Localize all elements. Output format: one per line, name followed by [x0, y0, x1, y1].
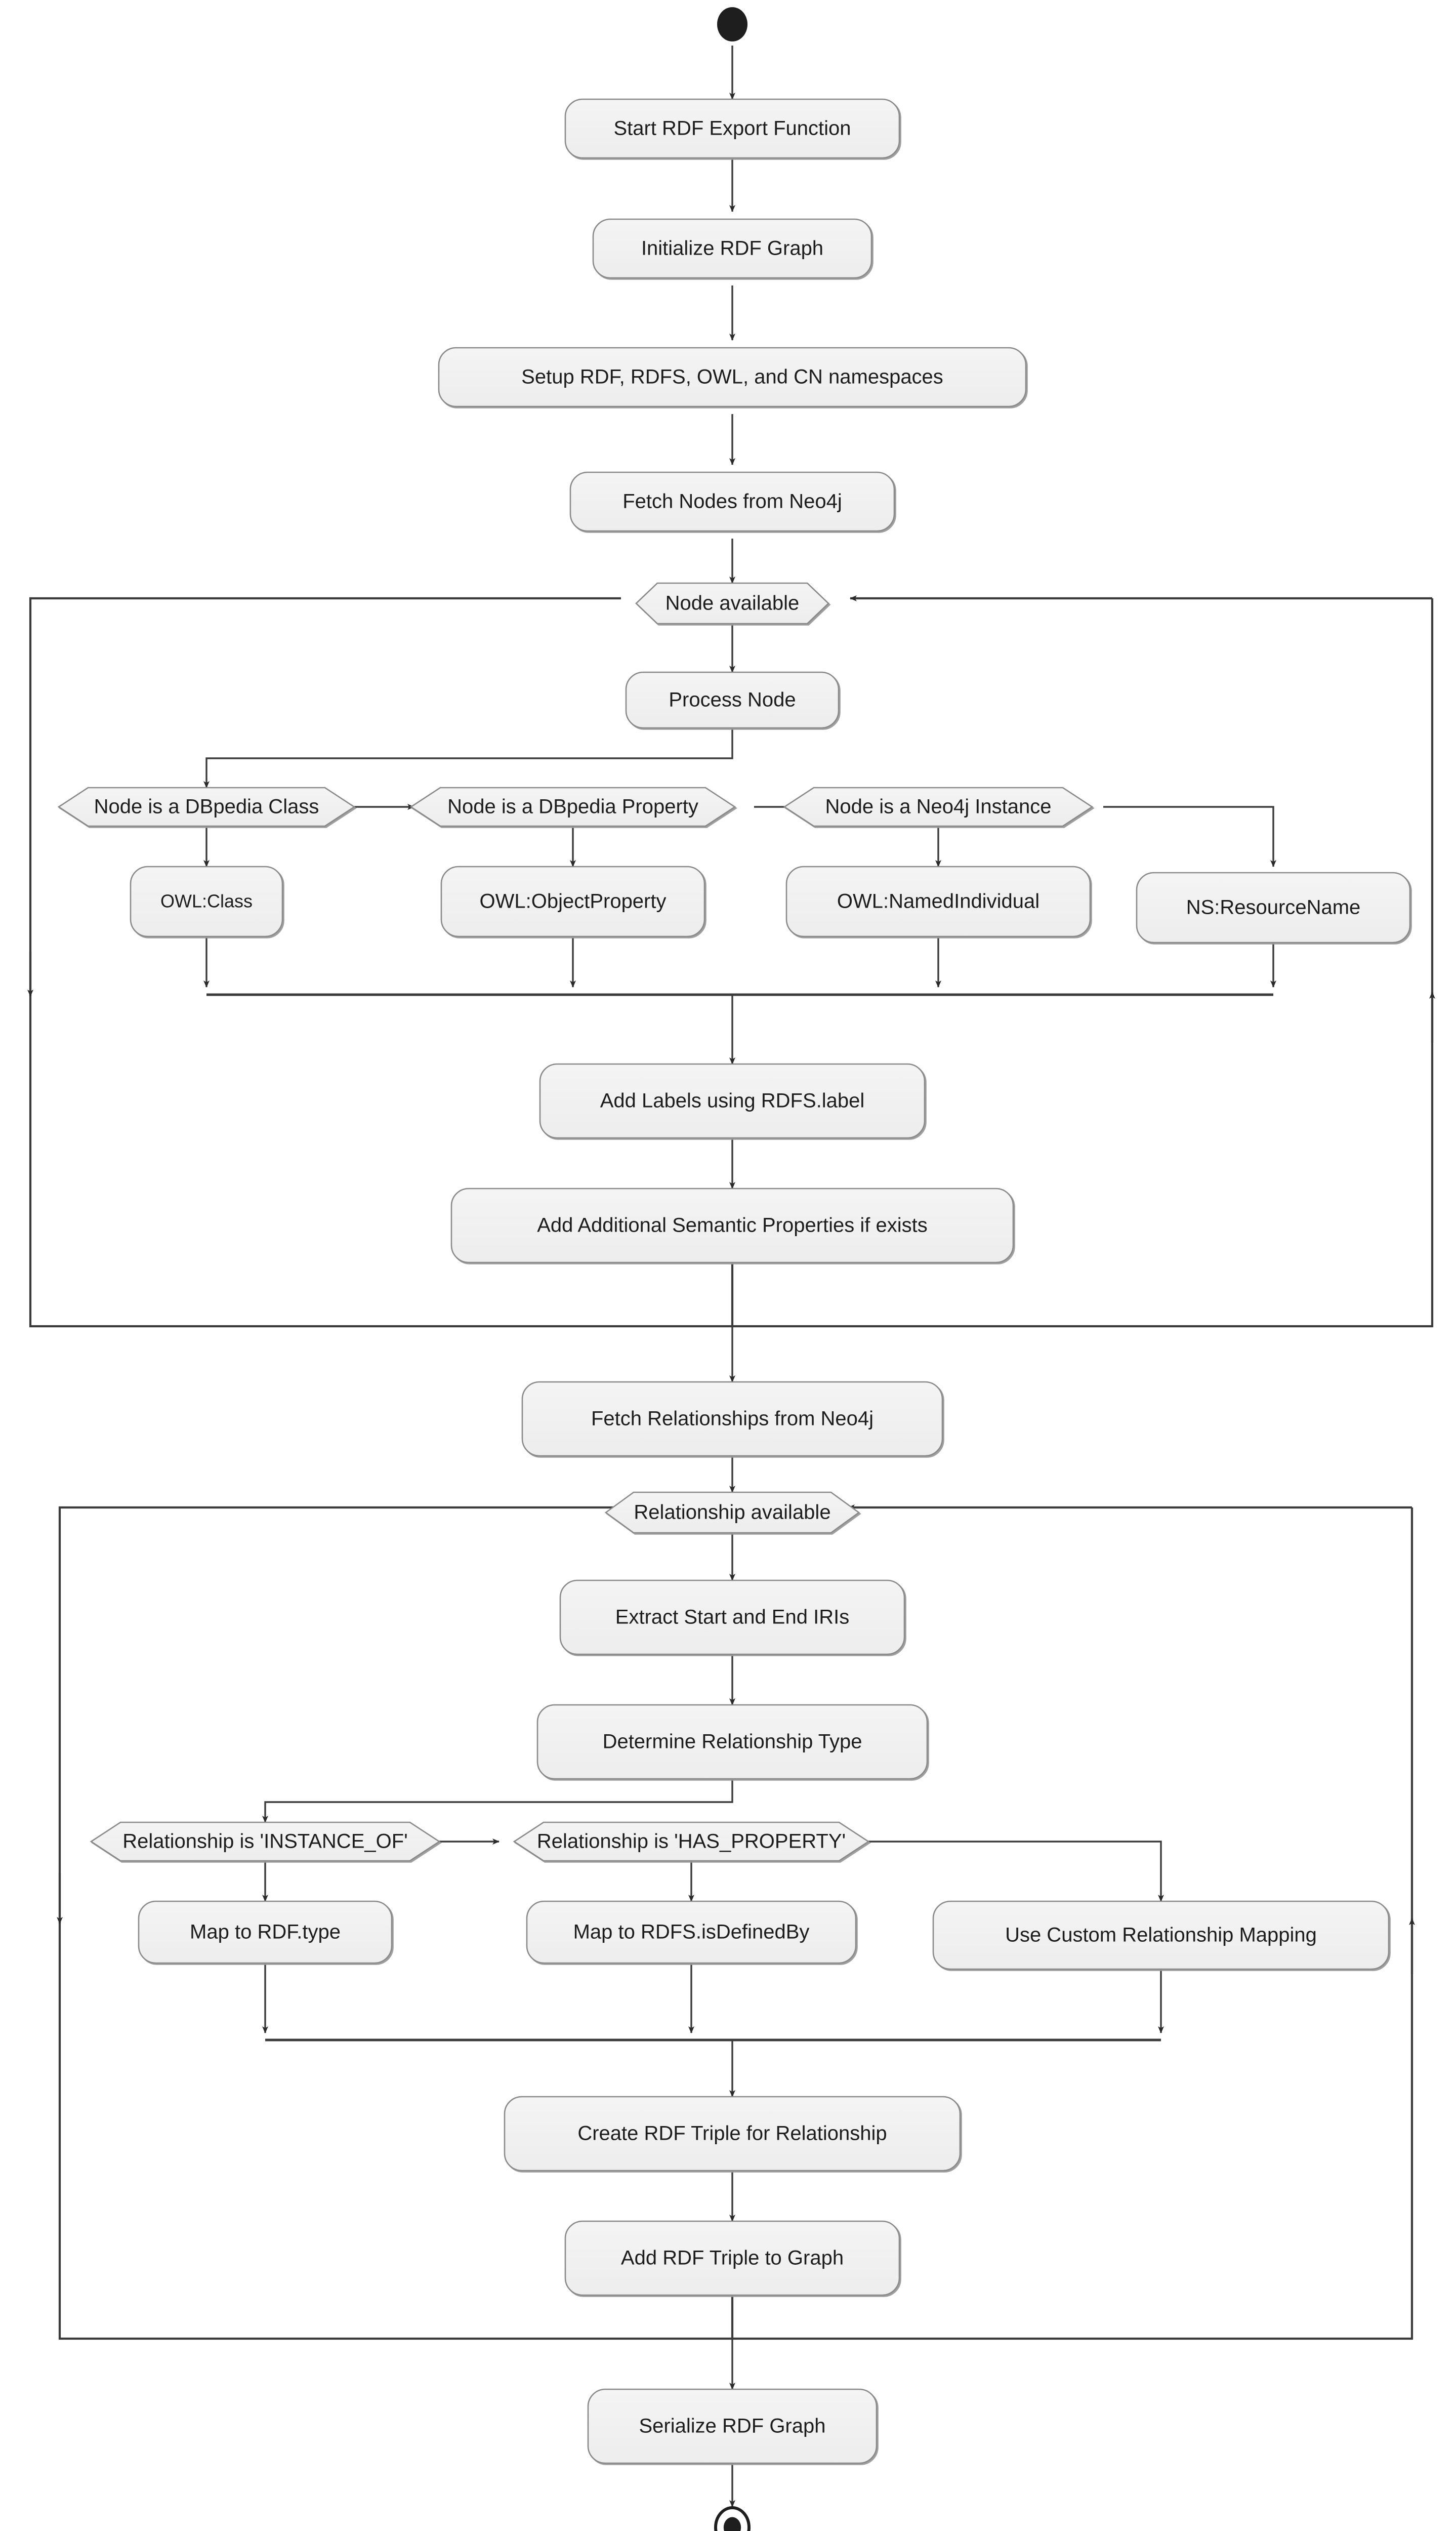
node-n17-activity[interactable]: Use Custom Relationship Mapping: [932, 1900, 1390, 1970]
node-n12-activity[interactable]: Fetch Relationships from Neo4j: [521, 1381, 943, 1457]
node-label: Create RDF Triple for Relationship: [577, 2122, 887, 2145]
activity-box: [1136, 872, 1411, 944]
activity-box: [130, 866, 283, 937]
node-label: Node is a DBpedia Property: [447, 796, 698, 818]
activity-box: [564, 2220, 900, 2296]
node-n9-activity[interactable]: NS:ResourceName: [1136, 872, 1411, 944]
decision-hexagon: [604, 1491, 860, 1534]
node-label: Relationship is 'HAS_PROPERTY': [537, 1830, 846, 1853]
activity-box: [521, 1381, 943, 1457]
activity-box: [539, 1063, 926, 1139]
decision-hexagon: [409, 787, 736, 827]
node-label: Process Node: [669, 689, 796, 711]
activity-box: [138, 1900, 393, 1964]
node-label: OWL:Class: [160, 891, 253, 912]
node-label: Map to RDF.type: [190, 1921, 341, 1943]
final-node-dot: [723, 2517, 741, 2531]
node-n1-activity[interactable]: Start RDF Export Function: [564, 98, 900, 159]
node-n2-activity[interactable]: Initialize RDF Graph: [592, 218, 872, 279]
activity-box: [587, 2388, 878, 2464]
activity-box: [440, 866, 705, 937]
node-d1-decision[interactable]: Node available: [635, 582, 829, 625]
activity-box: [536, 1704, 928, 1780]
node-d2-decision[interactable]: Node is a DBpedia Class: [57, 787, 356, 827]
node-n19-activity[interactable]: Add RDF Triple to Graph: [564, 2220, 900, 2296]
node-label: Node is a Neo4j Instance: [825, 796, 1052, 818]
node-start-initial-node[interactable]: [717, 7, 747, 42]
node-d5-decision[interactable]: Relationship available: [604, 1491, 860, 1534]
node-label: Determine Relationship Type: [603, 1731, 862, 1753]
node-label: Relationship available: [634, 1501, 830, 1524]
edge-d7-n17: [868, 1841, 1164, 1902]
edge-n5-d2: [203, 728, 733, 788]
edge-d4-n9: [1103, 806, 1276, 867]
node-label: OWL:NamedIndividual: [837, 890, 1039, 913]
decision-hexagon: [57, 787, 356, 827]
node-n20-activity[interactable]: Serialize RDF Graph: [587, 2388, 878, 2464]
edge-n19-d5-loopback: [58, 1506, 734, 2340]
node-n8-activity[interactable]: OWL:NamedIndividual: [785, 866, 1091, 937]
activity-box: [438, 347, 1027, 407]
node-n10-activity[interactable]: Add Labels using RDFS.label: [539, 1063, 926, 1139]
node-label: OWL:ObjectProperty: [479, 890, 666, 913]
node-n14-activity[interactable]: Determine Relationship Type: [536, 1704, 928, 1780]
node-n3-activity[interactable]: Setup RDF, RDFS, OWL, and CN namespaces: [438, 347, 1027, 407]
node-label: NS:ResourceName: [1186, 896, 1361, 919]
activity-box: [450, 1188, 1014, 1263]
node-d3-decision[interactable]: Node is a DBpedia Property: [409, 787, 736, 827]
activity-box: [625, 671, 840, 729]
node-d4-decision[interactable]: Node is a Neo4j Instance: [783, 787, 1094, 827]
node-n7-activity[interactable]: OWL:ObjectProperty: [440, 866, 705, 937]
node-label: Node available: [665, 592, 800, 615]
node-end-final-node[interactable]: [714, 2506, 751, 2531]
edge-n14-d6: [262, 1779, 733, 1823]
activity-box: [526, 1900, 857, 1964]
activity-box: [785, 866, 1091, 937]
node-d6-decision[interactable]: Relationship is 'INSTANCE_OF': [90, 1821, 441, 1862]
edge-right-rail-nodes: [732, 598, 1434, 1328]
node-n13-activity[interactable]: Extract Start and End IRIs: [559, 1579, 905, 1655]
node-label: Start RDF Export Function: [613, 117, 851, 140]
node-label: Fetch Nodes from Neo4j: [622, 491, 842, 513]
activity-box: [569, 471, 895, 532]
node-n6-activity[interactable]: OWL:Class: [130, 866, 283, 937]
node-label: Add RDF Triple to Graph: [621, 2247, 844, 2269]
node-n4-activity[interactable]: Fetch Nodes from Neo4j: [569, 471, 895, 532]
node-d7-decision[interactable]: Relationship is 'HAS_PROPERTY': [513, 1821, 870, 1862]
edge-layer: [27, 46, 1435, 2507]
activity-box: [504, 2096, 961, 2172]
activity-box: [564, 98, 900, 159]
node-label: Add Labels using RDFS.label: [600, 1090, 865, 1112]
edge-n11-d1-loopback: [29, 597, 734, 1328]
node-label: Node is a DBpedia Class: [94, 796, 319, 818]
node-label: Fetch Relationships from Neo4j: [591, 1408, 873, 1430]
decision-hexagon: [90, 1821, 441, 1862]
node-label: Initialize RDF Graph: [641, 237, 823, 260]
node-label: Extract Start and End IRIs: [615, 1606, 849, 1628]
node-n15-activity[interactable]: Map to RDF.type: [138, 1900, 393, 1964]
edge-right-rail-relationships: [732, 1507, 1413, 2340]
activity-box: [592, 218, 872, 279]
node-n11-activity[interactable]: Add Additional Semantic Properties if ex…: [450, 1188, 1014, 1263]
node-label: Use Custom Relationship Mapping: [1005, 1924, 1317, 1946]
node-n16-activity[interactable]: Map to RDFS.isDefinedBy: [526, 1900, 857, 1964]
node-label: Relationship is 'INSTANCE_OF': [122, 1830, 408, 1853]
initial-node-circle: [717, 7, 747, 42]
activity-box: [932, 1900, 1390, 1970]
decision-hexagon: [513, 1821, 870, 1862]
node-label: Add Additional Semantic Properties if ex…: [537, 1214, 928, 1237]
node-label: Serialize RDF Graph: [639, 2415, 825, 2437]
node-n18-activity[interactable]: Create RDF Triple for Relationship: [504, 2096, 961, 2172]
activity-box: [559, 1579, 905, 1655]
decision-hexagon: [783, 787, 1094, 827]
node-label: Setup RDF, RDFS, OWL, and CN namespaces: [521, 366, 943, 388]
node-n5-activity[interactable]: Process Node: [625, 671, 840, 729]
node-label: Map to RDFS.isDefinedBy: [573, 1921, 810, 1943]
decision-hexagon: [635, 582, 829, 625]
